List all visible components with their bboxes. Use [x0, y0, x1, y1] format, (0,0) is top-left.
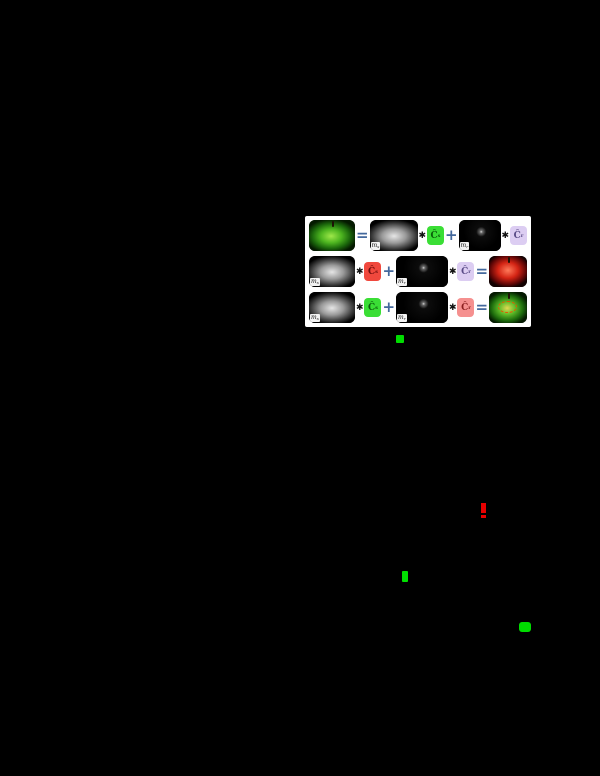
multiply-sign: ✱ — [418, 230, 427, 241]
apple-stem — [507, 293, 510, 299]
plus-sign: + — [444, 226, 458, 244]
shading-mask-image: ms — [309, 292, 355, 323]
equals-sign: = — [355, 226, 369, 244]
shading-mask-image: ms — [369, 220, 418, 251]
inline-green-bar-glyph — [402, 571, 408, 582]
inline-green-square-glyph — [396, 335, 404, 343]
multiply-sign: ✱ — [355, 302, 364, 313]
mask-label: ms — [310, 314, 320, 322]
plus-sign: + — [382, 262, 396, 280]
apple-stem — [331, 221, 334, 227]
mask-label: mr — [397, 314, 407, 322]
inline-red-glyph — [481, 503, 486, 518]
anomaly-dashed-circle — [498, 301, 517, 313]
residual-mask-image: mr — [396, 256, 448, 287]
red-apple-image — [489, 256, 527, 287]
mask-label: ms — [310, 278, 320, 286]
multiply-sign: ✱ — [448, 302, 457, 313]
plus-sign: + — [382, 298, 396, 316]
result-apple-image — [489, 292, 527, 323]
equals-sign: = — [475, 262, 489, 280]
multiply-sign: ✱ — [355, 266, 364, 277]
equals-sign: = — [475, 298, 489, 316]
mask-label: mr — [459, 242, 470, 250]
shading-mask-image: ms — [309, 256, 355, 287]
multiply-sign: ✱ — [448, 266, 457, 277]
apple-stem — [507, 257, 510, 263]
mask-label: ms — [370, 242, 381, 250]
mask-label: mr — [397, 278, 407, 286]
inline-red-glyph-bar — [481, 503, 486, 513]
residual-mask-image: mr — [396, 292, 448, 323]
residual-mask-image: mr — [458, 220, 501, 251]
inline-green-blob-glyph — [519, 622, 531, 632]
multiply-sign: ✱ — [501, 230, 510, 241]
green-apple-image — [309, 220, 355, 251]
inline-red-glyph-dot — [481, 515, 486, 518]
